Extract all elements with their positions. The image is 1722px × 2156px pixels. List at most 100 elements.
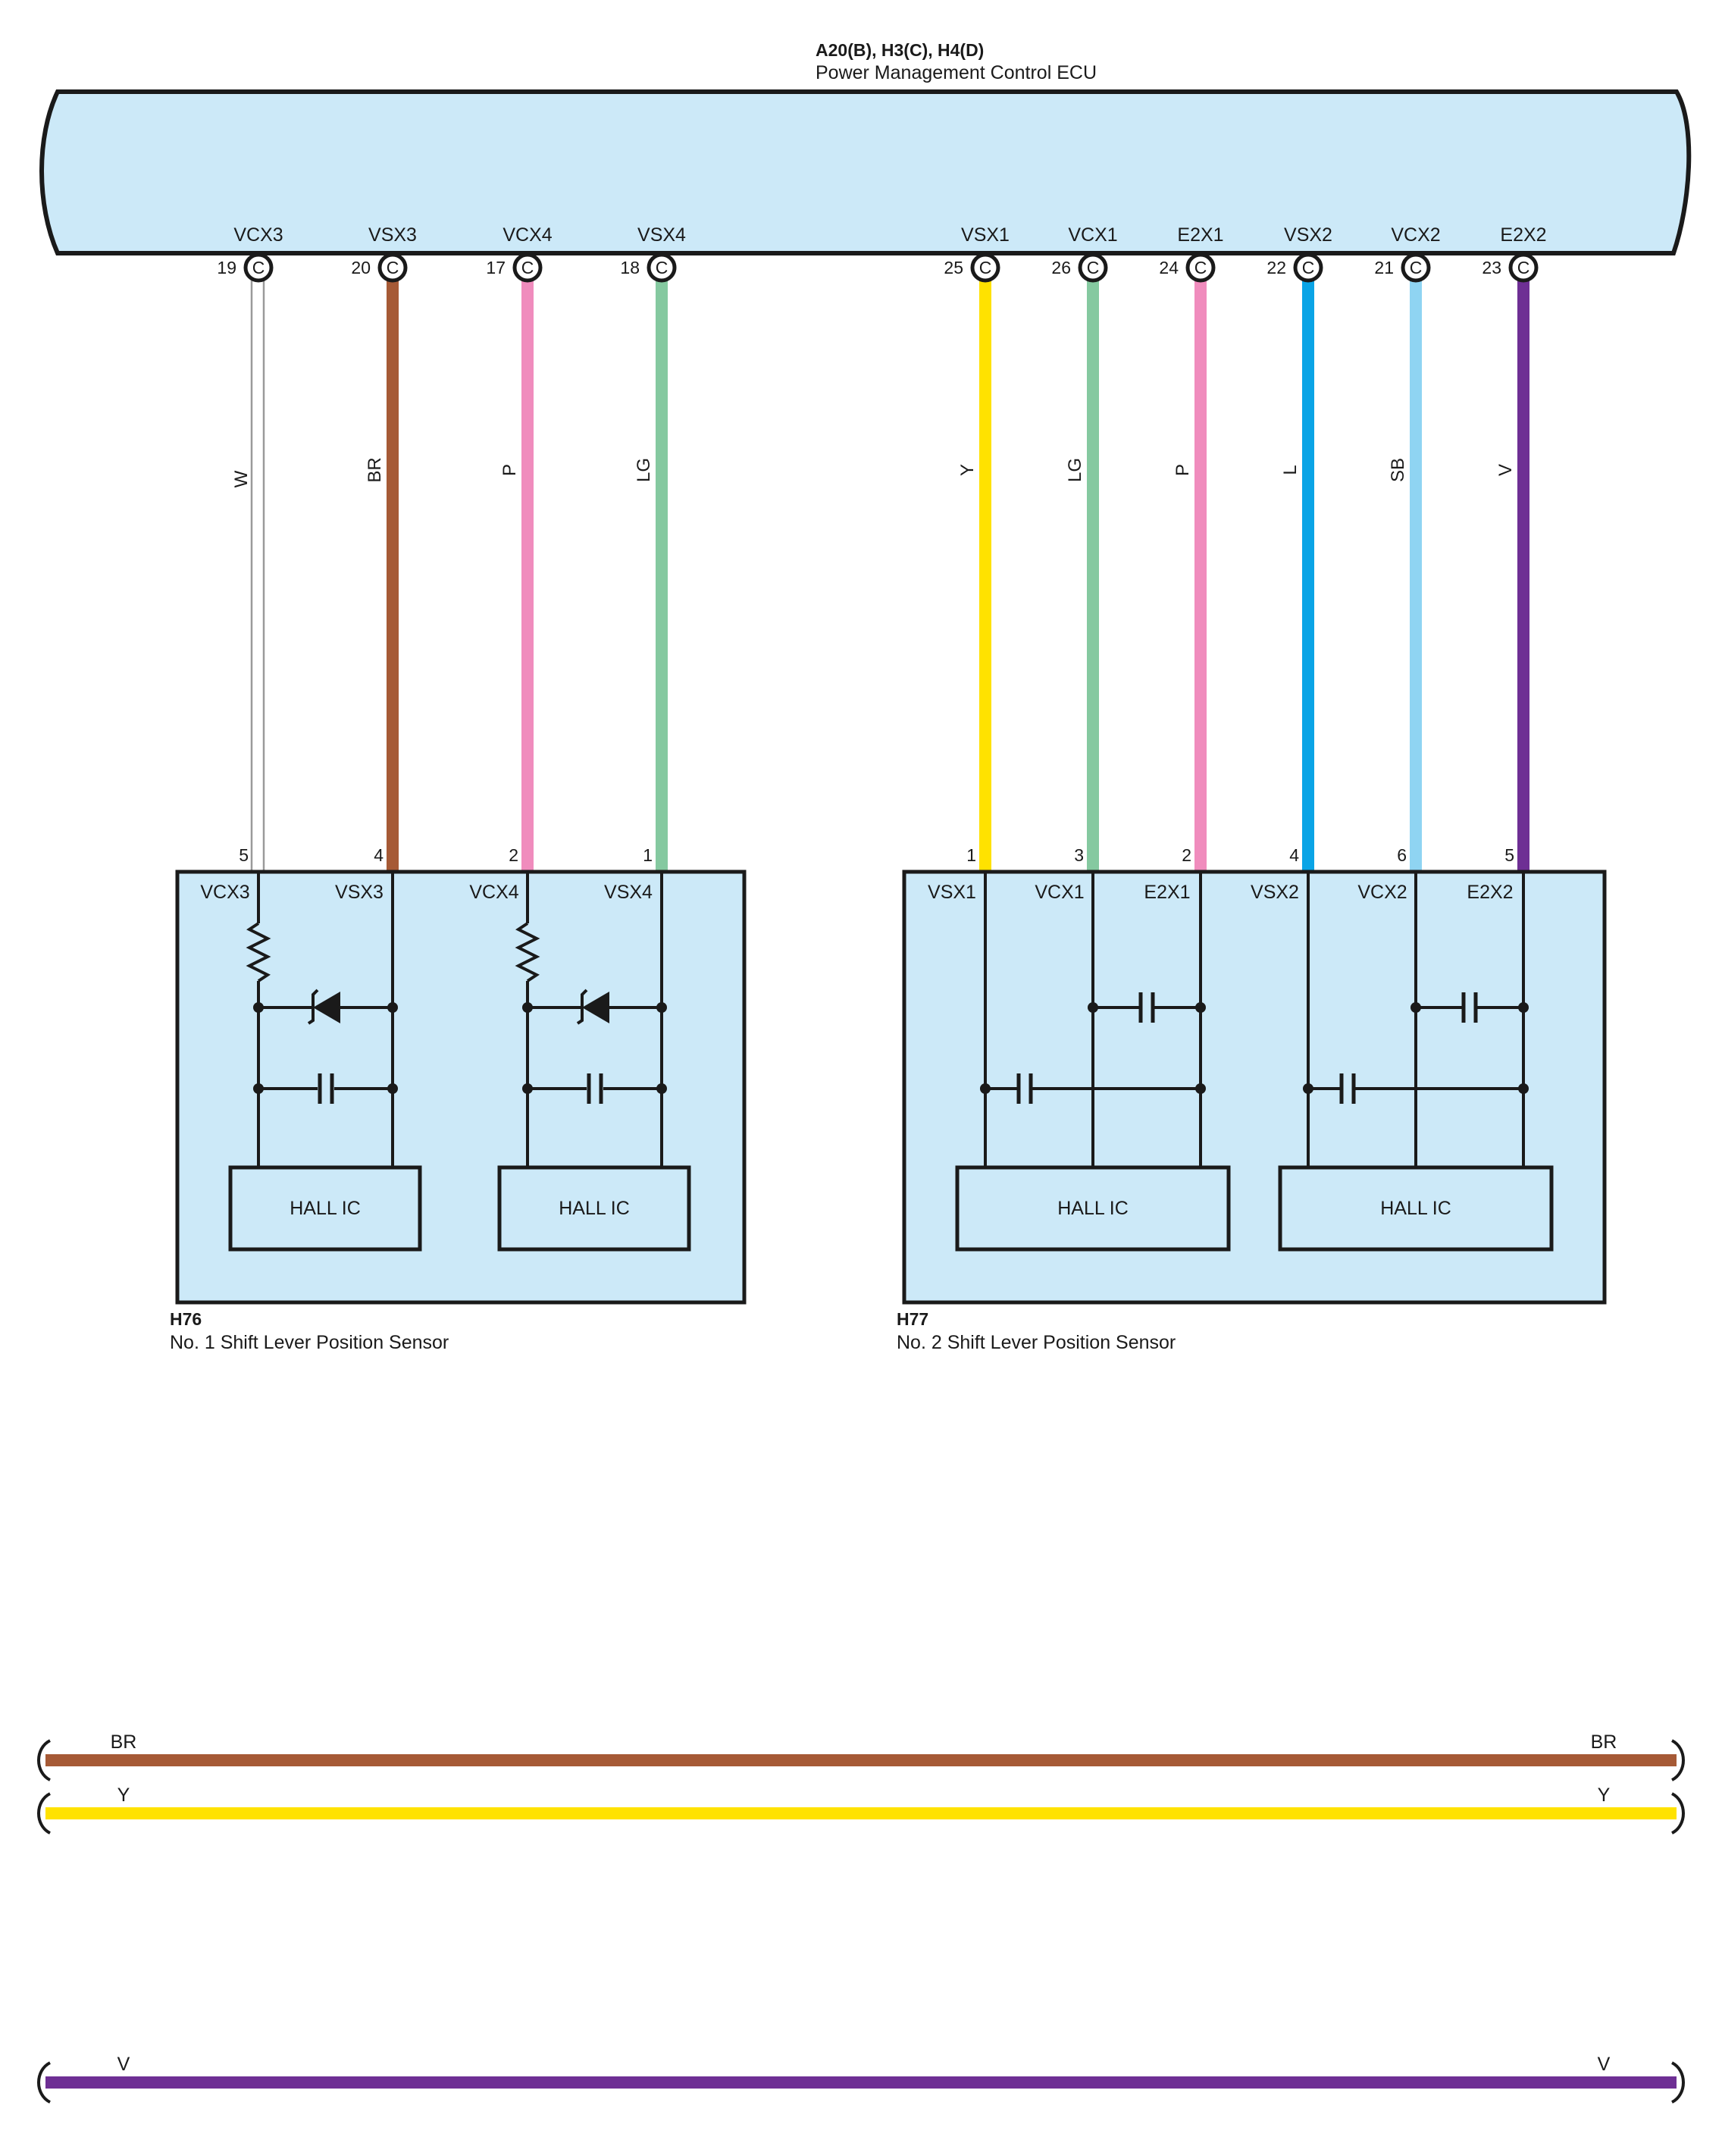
wire-color-code: V xyxy=(1495,464,1516,476)
bus-line-label: BR xyxy=(111,1731,137,1753)
sensor-terminal-label: VCX2 xyxy=(1357,882,1407,903)
sensor-pin-number: 4 xyxy=(374,845,384,865)
pin-number: 17 xyxy=(486,258,506,277)
pin-number: 24 xyxy=(1159,258,1179,277)
pin-number: 25 xyxy=(944,258,963,277)
sensor-terminal-label: E2X2 xyxy=(1467,882,1513,903)
wire-color-code: P xyxy=(1173,464,1193,476)
bus-line-label: V xyxy=(117,2054,130,2075)
sensor-pin-number: 5 xyxy=(1504,845,1514,865)
ecu-pin: 22 C xyxy=(1266,252,1323,283)
wire-color-code: W xyxy=(231,470,252,487)
ecu-pin-signal: E2X1 xyxy=(1177,224,1223,246)
pin-number: 26 xyxy=(1051,258,1071,277)
connector-letter: C xyxy=(521,258,534,277)
wire-w xyxy=(250,277,265,872)
ecu-pin: 18 C xyxy=(620,252,677,283)
junction-dots xyxy=(980,1002,1529,1094)
ecu-pin-signal: VCX3 xyxy=(233,224,283,246)
ecu-pin: 21 C xyxy=(1374,252,1431,283)
zener-diode-icon xyxy=(576,989,609,1025)
wire-color-labels: W BR P LG Y LG P L SB V xyxy=(231,457,1516,487)
ecu-pin-signal: VCX2 xyxy=(1391,224,1440,246)
sensor-terminal-label: VSX1 xyxy=(928,882,976,903)
h77-circuit xyxy=(984,872,1525,1167)
sensor-pin-number: 2 xyxy=(1182,845,1191,865)
sensor-terminal-label: VSX2 xyxy=(1251,882,1299,903)
pin-number: 18 xyxy=(620,258,640,277)
ecu-pin-signal: VSX2 xyxy=(1284,224,1332,246)
pin-number: 21 xyxy=(1374,258,1394,277)
sensor-name: No. 1 Shift Lever Position Sensor xyxy=(170,1332,449,1353)
connector-letter: C xyxy=(1087,258,1100,277)
ecu-block xyxy=(39,89,1692,255)
wire-color-code: Y xyxy=(957,464,978,476)
pin-number: 19 xyxy=(217,258,236,277)
sensor-code: H76 xyxy=(170,1309,202,1329)
ecu-pin-labels: VCX3 VSX3 VCX4 VSX4 VSX1 VCX1 E2X1 VSX2 … xyxy=(233,224,1546,246)
hall-ic-label: HALL IC xyxy=(559,1198,630,1219)
pin-number: 22 xyxy=(1266,258,1286,277)
ecu-pin-signal: VCX1 xyxy=(1068,224,1117,246)
zener-diode-icon xyxy=(307,989,340,1025)
sensor-pin-number: 5 xyxy=(239,845,249,865)
connector-letter: C xyxy=(387,258,399,277)
bus-line-label: BR xyxy=(1591,1731,1617,1753)
ecu-connector-pins: 19 C 20 C 17 C 18 C 25 C 26 C xyxy=(217,252,1539,283)
bus-line-v: V V xyxy=(37,2054,1685,2104)
connector-letter: C xyxy=(1410,258,1423,277)
connector-letter: C xyxy=(1517,258,1530,277)
wire-color-code: LG xyxy=(634,458,654,482)
connector-letter: C xyxy=(252,258,265,277)
ecu-pin: 19 C xyxy=(217,252,274,283)
hall-ic-label: HALL IC xyxy=(1380,1198,1451,1219)
wire-color-code: LG xyxy=(1065,458,1085,482)
sensor-terminal-label: VCX1 xyxy=(1035,882,1084,903)
ecu-pin: 24 C xyxy=(1159,252,1216,283)
ecu-pin: 26 C xyxy=(1051,252,1108,283)
connector-letter: C xyxy=(1302,258,1315,277)
sensor-pin-number: 1 xyxy=(643,845,653,865)
hall-ic-label: HALL IC xyxy=(1057,1198,1129,1219)
sensor-pin-number: 6 xyxy=(1397,845,1407,865)
ecu-pin: 25 C xyxy=(944,252,1000,283)
hall-ic xyxy=(1278,1165,1554,1252)
hall-ic xyxy=(228,1165,422,1252)
connector-letter: C xyxy=(656,258,668,277)
ecu-pin-signal: VCX4 xyxy=(503,224,552,246)
sensor-pin-numbers: 5 4 2 1 1 3 2 4 6 5 xyxy=(239,845,1514,865)
bus-line-y: Y Y xyxy=(37,1785,1685,1835)
hall-ic xyxy=(955,1165,1231,1252)
wire-color-code: BR xyxy=(365,457,385,482)
resistor-icon xyxy=(515,922,540,982)
ecu-name: Power Management Control ECU xyxy=(816,62,1097,83)
pin-number: 20 xyxy=(351,258,371,277)
sensor-pin-number: 4 xyxy=(1289,845,1299,865)
wire-color-code: P xyxy=(499,464,520,476)
ecu-pin: 17 C xyxy=(486,252,543,283)
sensor-name: No. 2 Shift Lever Position Sensor xyxy=(897,1332,1176,1353)
sensor-h77: VSX1 VCX1 E2X1 VSX2 VCX2 E2X2 xyxy=(902,870,1607,1305)
wire-color-code: SB xyxy=(1388,458,1408,482)
hall-ic xyxy=(497,1165,691,1252)
bus-line-label: V xyxy=(1598,2054,1611,2075)
wires xyxy=(250,277,1529,872)
sensor-pin-number: 1 xyxy=(966,845,976,865)
ecu-pin-signal: E2X2 xyxy=(1500,224,1546,246)
sensor-terminal-label: VCX3 xyxy=(200,882,249,903)
ecu-pin-signal: VSX3 xyxy=(368,224,417,246)
sensor-h76: VCX3 VSX3 VCX4 VSX4 xyxy=(175,870,747,1305)
wire-color-code: L xyxy=(1280,465,1301,475)
ecu-code: A20(B), H3(C), H4(D) xyxy=(816,40,984,60)
bus-line-br: BR BR xyxy=(37,1731,1685,1782)
sensor-pin-number: 3 xyxy=(1074,845,1084,865)
sensor-pin-number: 2 xyxy=(509,845,518,865)
ecu-pin: 23 C xyxy=(1482,252,1539,283)
pin-number: 23 xyxy=(1482,258,1501,277)
junction-dots xyxy=(253,1002,667,1094)
bus-line-label: Y xyxy=(1598,1785,1611,1806)
ecu-pin-signal: VSX4 xyxy=(637,224,686,246)
sensor-terminal-label: VSX3 xyxy=(335,882,384,903)
sensor-terminal-label: E2X1 xyxy=(1144,882,1190,903)
